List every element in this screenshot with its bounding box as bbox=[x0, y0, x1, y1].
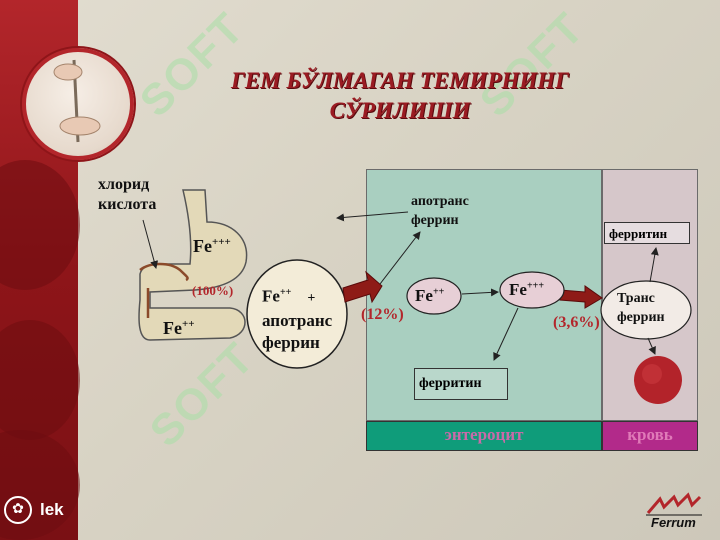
cell-fe3-label: Fe+++ bbox=[509, 280, 545, 299]
cell-fe2-label: Fe++ bbox=[415, 286, 445, 305]
acid-label: хлорид кислота bbox=[98, 176, 157, 213]
cell-fe3-oval bbox=[499, 271, 565, 309]
blood-label: кровь bbox=[627, 425, 673, 444]
pct-3-6: (3,6%) bbox=[553, 314, 600, 331]
stomach-fe3-label: Fe+++ bbox=[193, 236, 231, 256]
intestine-fe2-label: Fe++ bbox=[163, 318, 195, 338]
syringe-image bbox=[22, 48, 134, 160]
pct-12: (12%) bbox=[361, 306, 404, 323]
pct-100: (100%) bbox=[192, 283, 234, 298]
arrow-into-cell bbox=[342, 270, 383, 304]
lek-logo-text: lek bbox=[40, 500, 64, 519]
lek-logo-icon: ✿ bbox=[4, 496, 32, 524]
blood-ferritin-box: ферритин bbox=[604, 222, 690, 244]
transferrin-label: Транс феррин bbox=[617, 291, 665, 325]
syringe-icon bbox=[53, 59, 101, 143]
blood-label-bar: кровь bbox=[602, 421, 698, 451]
transferrin-oval bbox=[600, 280, 692, 340]
ferrum-logo-text: Ferrum bbox=[651, 515, 696, 530]
enterocyte-label: энтероцит bbox=[444, 425, 524, 444]
blood-cell-decor bbox=[0, 320, 80, 440]
cell-ferritin-box: ферритин bbox=[414, 368, 508, 400]
title-line-2: СЎРИЛИШИ bbox=[329, 98, 471, 123]
complex-label: Fe+++ апотранс феррин bbox=[262, 286, 333, 352]
enterocyte-label-bar: энтероцит bbox=[366, 421, 602, 451]
title-line-1: ГЕМ БЎЛМАГАН ТЕМИРНИНГ bbox=[230, 68, 570, 93]
ferrum-logo-icon bbox=[646, 492, 702, 514]
complex-oval bbox=[246, 259, 348, 369]
cell-fe2-oval bbox=[406, 277, 462, 315]
slide-title: ГЕМ БЎЛМАГАН ТЕМИРНИНГ СЎРИЛИШИ bbox=[150, 66, 650, 126]
acid-pointer bbox=[142, 219, 159, 269]
arrow-into-blood bbox=[559, 285, 603, 309]
apotransferrin-label: апотранс феррин bbox=[411, 194, 469, 228]
